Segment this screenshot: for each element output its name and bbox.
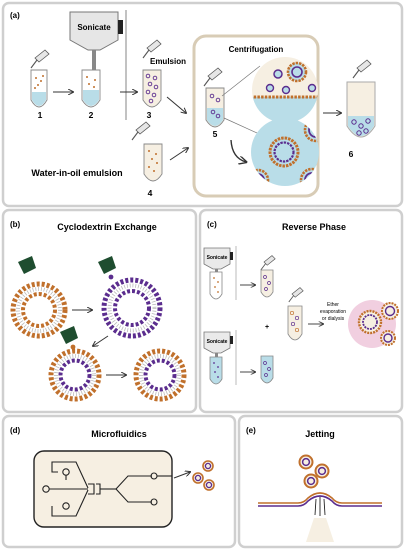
panel-e-title: Jetting <box>305 429 335 439</box>
panel-d-label: (d) <box>10 426 21 435</box>
microfluidic-channels <box>42 461 172 517</box>
centrifugation-label: Centrifugation <box>229 45 284 54</box>
step-6-label: 6 <box>349 149 354 159</box>
tube-step-4 <box>131 121 163 182</box>
step-4-label: 4 <box>148 188 153 198</box>
plus-sign: + <box>265 324 269 331</box>
tube-step-5 <box>203 67 225 128</box>
panel-a-label: (a) <box>10 11 20 20</box>
method-line-3: or dialysis <box>322 316 345 322</box>
tube-step-3 <box>142 39 162 108</box>
liposome-asymmetric-1 <box>48 348 102 402</box>
tube-c-top-result <box>260 255 276 298</box>
cyclodextrin-icon-2 <box>98 256 116 280</box>
cyclodextrin-icon-1 <box>18 256 36 274</box>
sonicate-label-a: Sonicate <box>77 23 111 32</box>
tube-c-bottom-result <box>260 355 274 384</box>
arrow-4-5 <box>169 148 188 161</box>
step-5-label: 5 <box>213 129 218 139</box>
arrow-d <box>173 472 190 479</box>
panel-e-border <box>237 414 404 549</box>
tube-step-6 <box>346 59 376 138</box>
panel-b-border <box>1 208 198 414</box>
liposome-orange-1 <box>10 281 68 339</box>
liposome-purple <box>101 277 163 339</box>
tube-c-top <box>209 271 223 300</box>
cyclodextrin-icon-3 <box>60 326 78 350</box>
sonicate-label-c-bottom: Sonicate <box>207 339 228 345</box>
reverse-phase-result <box>348 300 399 348</box>
jetting-vesicles <box>298 454 330 489</box>
panel-c-title: Reverse Phase <box>282 222 346 232</box>
jet-nozzle <box>306 497 334 542</box>
step-1-label: 1 <box>38 110 43 120</box>
panel-c-label: (c) <box>207 220 217 229</box>
panel-b-label: (b) <box>10 220 21 229</box>
tube-c-combined <box>287 287 304 341</box>
water-in-oil-caption: Water-in-oil emulsion <box>31 168 122 178</box>
jetting-membrane <box>258 492 382 507</box>
tube-step-1 <box>30 49 50 108</box>
liposome-asymmetric-2 <box>133 348 187 402</box>
emulsion-label: Emulsion <box>150 57 186 66</box>
arrow-b-2 <box>93 335 109 346</box>
tube-step-2 <box>81 69 101 108</box>
tube-c-bottom <box>209 356 223 385</box>
panel-d-title: Microfluidics <box>91 429 147 439</box>
sonicate-label-c-top: Sonicate <box>207 255 228 261</box>
panel-b-title: Cyclodextrin Exchange <box>57 222 157 232</box>
method-line-2: evaporation <box>320 309 346 315</box>
step-2-label: 2 <box>89 110 94 120</box>
curved-arrow <box>230 139 246 162</box>
panel-e-label: (e) <box>246 426 256 435</box>
step-3-label: 3 <box>147 110 152 120</box>
method-line-1: Ether <box>327 302 339 308</box>
zoom-circle-top <box>252 57 318 123</box>
zoom-line-top <box>221 65 261 97</box>
microfluidics-vesicles <box>192 460 215 491</box>
arrow-3-5 <box>166 96 186 113</box>
